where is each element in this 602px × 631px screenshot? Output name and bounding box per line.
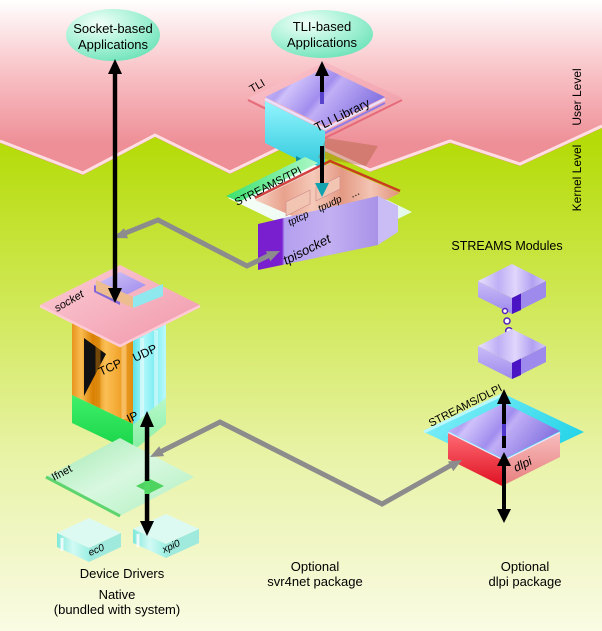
arrow-ip-to-drivers (140, 411, 154, 536)
connector-ifnet-to-dlpi (150, 419, 462, 507)
connector-socket-to-tpisocket (114, 217, 280, 269)
xpi0-box (133, 514, 199, 558)
dots-between-modules (503, 317, 511, 325)
socket-apps-label-line2: Applications (78, 37, 149, 52)
streams-modules-title: STREAMS Modules (451, 239, 562, 253)
user-level-label: User Level (570, 68, 584, 125)
socket-apps-ellipse (66, 9, 160, 61)
dots-between-modules (501, 307, 509, 315)
tli-apps-label-line2: Applications (287, 35, 358, 50)
streams-module-cube-top (478, 264, 546, 314)
device-drivers-caption: Device Drivers (80, 566, 165, 581)
tli-library-box (247, 62, 403, 175)
tcp-udp-ip-column (39, 304, 201, 452)
arrow-tli-apps (315, 61, 329, 104)
arrow-socket-apps (108, 59, 122, 303)
streams-module-cube-bottom (478, 329, 546, 379)
ec0-box (57, 518, 121, 562)
svr4net-caption-line2: svr4net package (267, 574, 362, 589)
tli-apps-ellipse (271, 10, 373, 58)
dlpi-caption-line2: dlpi package (489, 574, 562, 589)
tli-shadow (318, 138, 378, 166)
arrow-dlpi-up (497, 389, 511, 448)
kernel-level-background (0, 128, 602, 631)
tli-apps-label-line1: TLI-based (293, 19, 352, 34)
arrow-tli-to-tpi (315, 146, 329, 197)
native-caption-line2: (bundled with system) (54, 602, 180, 617)
kernel-level-label: Kernel Level (570, 145, 584, 212)
arrow-dlpi-down (497, 452, 511, 523)
socket-apps-label-line1: Socket-based (73, 21, 153, 36)
ip-label: IP (124, 408, 140, 425)
dlpi-caption-line1: Optional (501, 559, 550, 574)
native-caption-line1: Native (99, 587, 136, 602)
svr4net-caption-line1: Optional (291, 559, 340, 574)
